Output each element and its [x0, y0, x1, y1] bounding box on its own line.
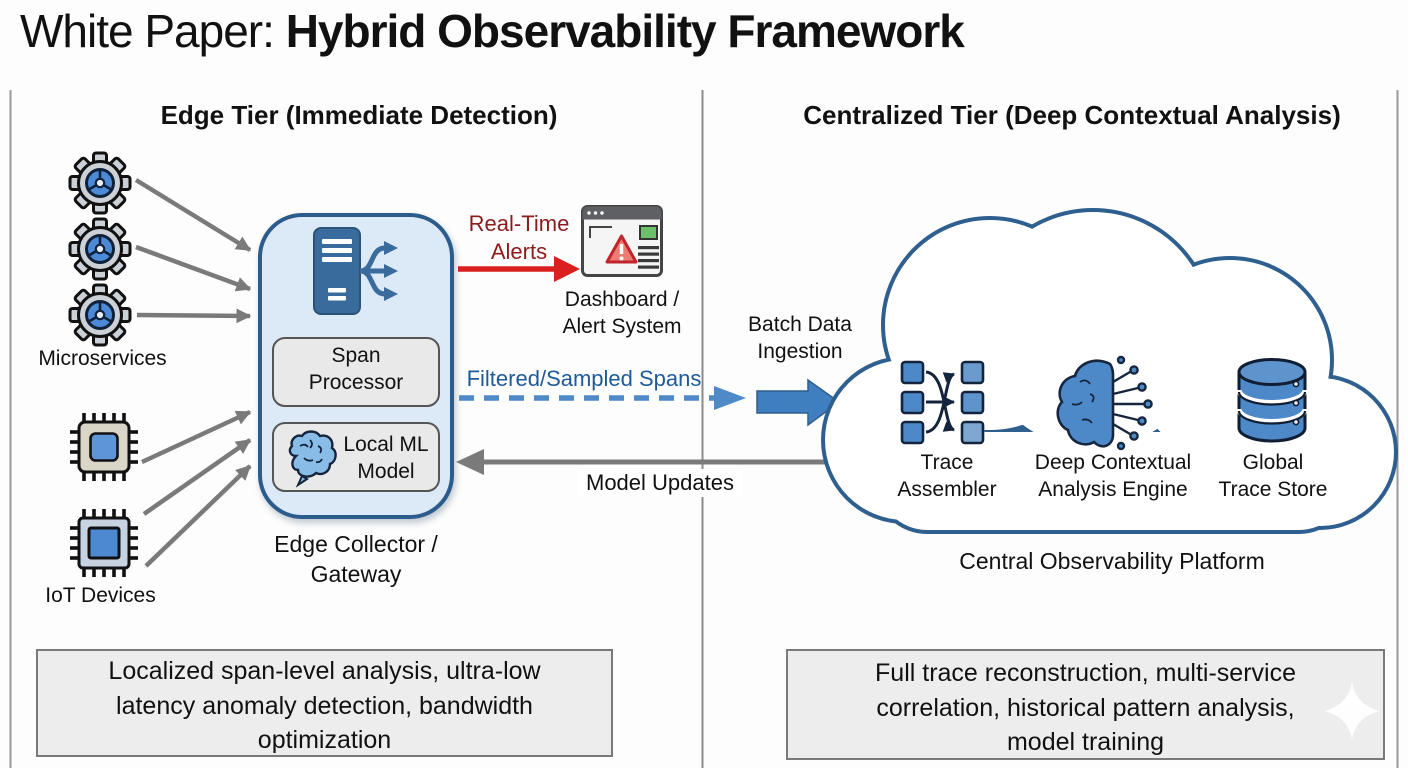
chip-icon	[68, 411, 140, 483]
chip-icon	[68, 507, 140, 579]
brain-network-icon	[1056, 355, 1153, 451]
panel-dividers	[9, 90, 1399, 768]
span-processor-box	[272, 337, 440, 407]
browser-warning-icon	[581, 205, 663, 277]
merge-squares-icon	[900, 360, 985, 445]
model-updates-arrow	[456, 449, 838, 475]
gear-icon	[68, 151, 132, 215]
gear-icon	[68, 217, 132, 281]
server-share-icon	[313, 227, 398, 315]
edge-summary-box	[36, 649, 613, 757]
filtered-spans-arrow	[459, 386, 746, 410]
realtime-alerts-arrow	[458, 256, 580, 282]
brain-icon	[288, 430, 337, 488]
gear-icon	[68, 283, 132, 347]
central-summary-box	[786, 649, 1385, 760]
database-icon	[1236, 358, 1308, 443]
batch-ingestion-arrow	[756, 378, 841, 427]
source-arrows	[134, 178, 252, 568]
